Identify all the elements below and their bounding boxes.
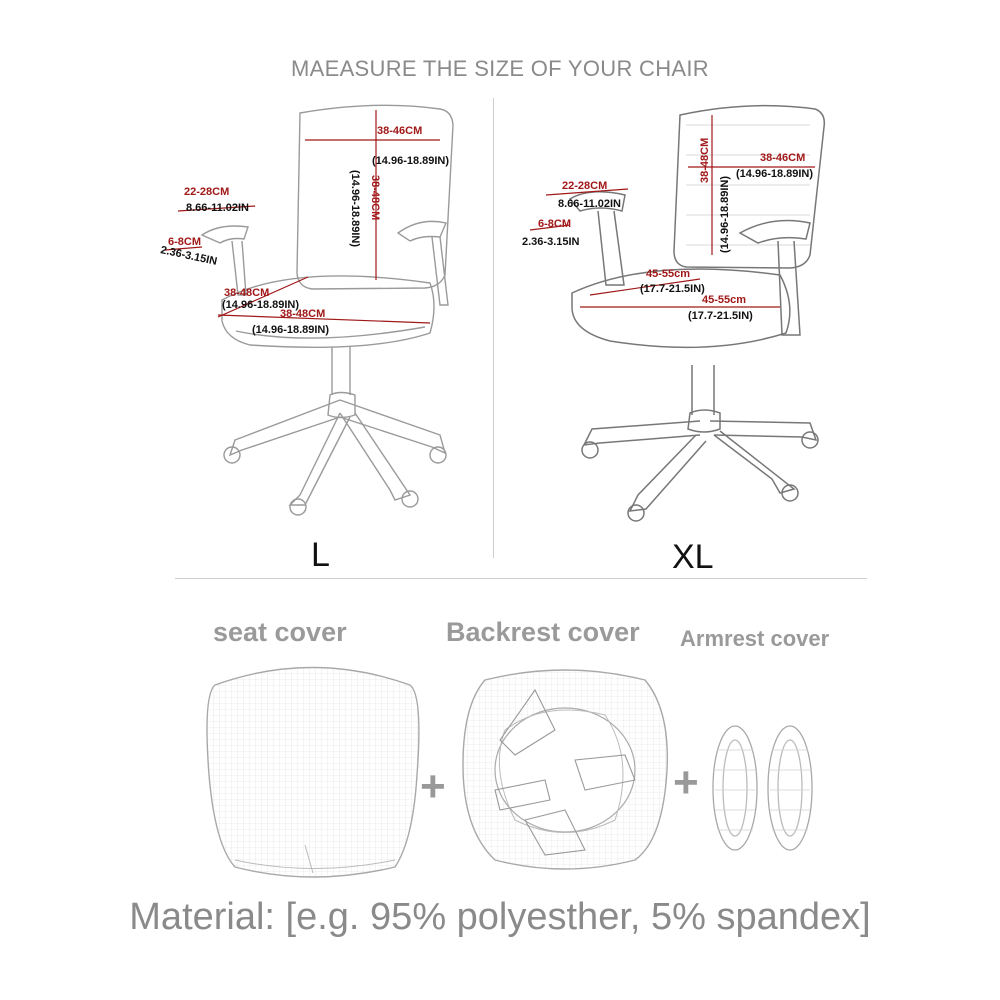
armrest-cover-illustration <box>712 725 813 851</box>
vertical-divider <box>493 98 494 558</box>
L-arm-length-in: 8.66-11.02IN <box>186 202 249 214</box>
L-back-height-cm: 38-48CM <box>369 175 381 220</box>
L-arm-width-cm: 6-8CM <box>168 236 201 248</box>
XL-seat-depth-cm: 45-55cm <box>646 268 690 280</box>
chair-L-outline <box>200 104 454 516</box>
XL-arm-width-cm: 6-8CM <box>538 218 571 230</box>
XL-back-height-cm: 38-48CM <box>699 138 711 183</box>
chair-XL-illustration: 38-46CM (14.96-18.89IN) 38-48CM (14.96-1… <box>522 104 826 522</box>
backrest-cover-label: Backrest cover <box>446 617 640 647</box>
L-back-width-cm: 38-46CM <box>377 125 422 137</box>
plus-icon-2: + <box>673 758 699 807</box>
seat-cover-label: seat cover <box>213 617 347 647</box>
size-label-L: L <box>311 536 330 574</box>
L-back-width-in: (14.96-18.89IN) <box>372 155 449 167</box>
L-seat-depth-in: (14.96-18.89IN) <box>222 299 299 311</box>
horizontal-divider <box>175 578 867 579</box>
XL-seat-width-cm: 45-55cm <box>702 294 746 306</box>
XL-seat-width-in: (17.7-21.5IN) <box>688 310 753 322</box>
L-seat-width-cm: 38-48CM <box>280 308 325 320</box>
L-seat-depth-cm: 38-48CM <box>224 287 269 299</box>
L-arm-length-cm: 22-28CM <box>184 186 229 198</box>
plus-icon-1: + <box>420 762 446 811</box>
L-back-height-in: (14.96-18.89IN) <box>349 170 361 247</box>
XL-arm-length-cm: 22-28CM <box>562 180 607 192</box>
XL-back-height-in: (14.96-18.89IN) <box>719 176 731 253</box>
page-title: MAEASURE THE SIZE OF YOUR CHAIR <box>291 56 709 81</box>
XL-arm-length-in: 8.66-11.02IN <box>558 198 621 210</box>
armrest-cover-label: Armrest cover <box>680 626 830 651</box>
XL-back-width-in: (14.96-18.89IN) <box>736 168 813 180</box>
material-caption: Material: [e.g. 95% polyesther, 5% spand… <box>129 896 871 938</box>
XL-arm-width-in: 2.36-3.15IN <box>522 236 580 248</box>
XL-back-width-cm: 38-46CM <box>760 152 805 164</box>
XL-seat-depth-in: (17.7-21.5IN) <box>640 283 705 295</box>
seat-cover-illustration <box>206 666 420 878</box>
chair-L-illustration: 38-46CM (14.96-18.89IN) 38-48CM (14.96-1… <box>159 104 454 516</box>
L-seat-width-in: (14.96-18.89IN) <box>252 324 329 336</box>
chair-XL-outline <box>568 104 826 522</box>
size-label-XL: XL <box>672 538 714 576</box>
backrest-cover-illustration <box>462 669 669 870</box>
